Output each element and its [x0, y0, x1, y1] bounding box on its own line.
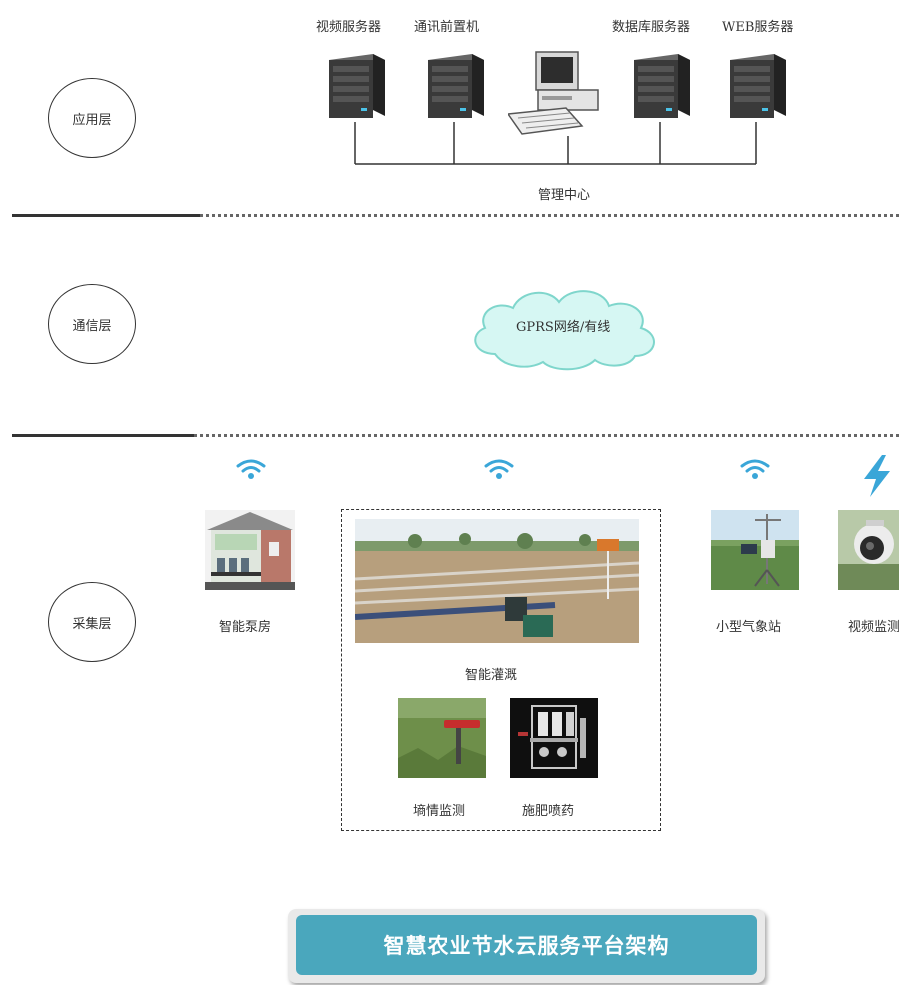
video-server-label: 视频服务器 — [316, 20, 382, 35]
collection-layer-label: 采集层 — [72, 616, 112, 632]
video-monitoring-image — [838, 510, 899, 590]
soil-monitoring-image — [398, 698, 486, 778]
comm-frontend-icon — [428, 54, 484, 118]
cloud-network-label: GPRS网络/有线 — [516, 320, 611, 335]
platform-title-text: 智慧农业节水云服务平台架构 — [383, 934, 670, 958]
wifi-icon — [236, 459, 266, 479]
computer-icon — [508, 51, 599, 135]
comm-frontend-label: 通讯前置机 — [414, 20, 480, 35]
communication-layer-label: 通信层 — [72, 318, 112, 334]
layer-separator-2-solid — [12, 434, 194, 437]
video-monitoring-label: 视频监测 — [848, 620, 899, 635]
soil-monitoring-label: 墒情监测 — [413, 804, 466, 819]
application-layer-circle: 应用层 — [48, 78, 136, 158]
cloud-icon — [474, 290, 655, 371]
wifi-icon — [484, 459, 514, 479]
fertilizer-image — [510, 698, 598, 778]
layer-separator-1-dotted — [200, 214, 899, 217]
platform-title: 智慧农业节水云服务平台架构 — [296, 915, 757, 975]
server-bus-lines — [354, 122, 757, 165]
layer-separator-1-solid — [12, 214, 200, 217]
management-center-label: 管理中心 — [538, 188, 591, 203]
fertilizer-label: 施肥喷药 — [522, 804, 575, 819]
pump-room-image — [205, 510, 295, 590]
pump-room-label: 智能泵房 — [219, 620, 272, 635]
wifi-icon — [740, 459, 770, 479]
layer-separator-2-dotted — [194, 434, 899, 437]
weather-station-image — [711, 510, 799, 590]
web-server-icon — [730, 54, 786, 118]
platform-title-plate: 智慧农业节水云服务平台架构 — [288, 909, 765, 983]
collection-layer-circle: 采集层 — [48, 582, 136, 662]
weather-station-label: 小型气象站 — [716, 620, 782, 635]
communication-layer-circle: 通信层 — [48, 284, 136, 364]
irrigation-label: 智能灌溉 — [465, 668, 518, 683]
lightning-icon — [864, 455, 890, 497]
video-server-icon — [329, 54, 385, 118]
db-server-icon — [634, 54, 690, 118]
irrigation-image — [355, 519, 639, 643]
web-server-label: WEB服务器 — [722, 20, 794, 35]
db-server-label: 数据库服务器 — [612, 20, 691, 35]
irrigation-group-box — [341, 509, 661, 831]
application-layer-label: 应用层 — [72, 112, 112, 128]
